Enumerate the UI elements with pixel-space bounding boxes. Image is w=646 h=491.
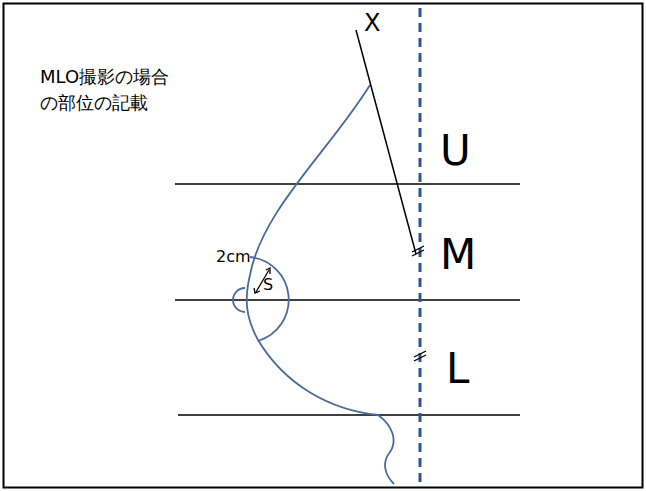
zone-line xyxy=(178,414,520,416)
tick-mark xyxy=(412,250,424,256)
zone-label: L xyxy=(446,346,469,392)
dimension-label: 2cm xyxy=(216,248,251,266)
arrow-head xyxy=(254,288,260,293)
chest-wall-line xyxy=(419,8,422,484)
nipple xyxy=(233,288,245,312)
pectoral-line xyxy=(356,30,416,254)
zone-label: U xyxy=(440,128,471,174)
point-label: X xyxy=(364,10,380,36)
diagram-title: MLO撮影の場合 の部位の記載 xyxy=(40,64,190,116)
subareolar-circle xyxy=(250,257,289,341)
frame-border xyxy=(4,4,643,488)
zone-line xyxy=(175,183,520,185)
zone-line xyxy=(175,299,520,301)
arrow-head xyxy=(266,268,270,274)
zone-label: M xyxy=(440,232,476,278)
breast-outline xyxy=(247,85,394,484)
tick-mark xyxy=(414,355,426,361)
zone-label: S xyxy=(263,276,273,294)
